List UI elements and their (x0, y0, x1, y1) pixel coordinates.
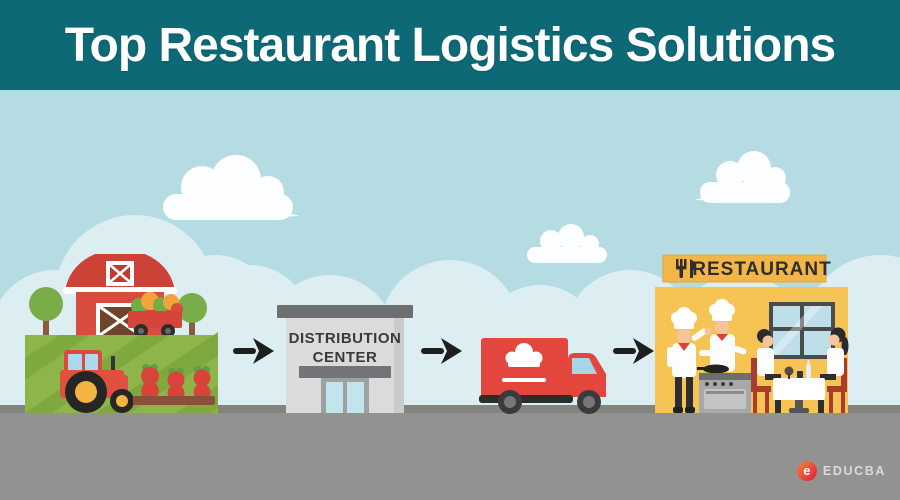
red-tractor (60, 350, 134, 413)
truck-box (481, 338, 568, 397)
page-title: Top Restaurant Logistics Solutions (64, 18, 836, 72)
scene: DISTRIBUTION CENTER (0, 90, 900, 500)
truck-windshield (572, 358, 597, 374)
restaurant-window (769, 302, 835, 359)
truck-wheel (498, 390, 601, 414)
cloud-icon (527, 224, 607, 263)
stove (697, 364, 751, 413)
dc-awning (299, 366, 391, 378)
restaurant-sign: RESTAURANT (662, 254, 831, 283)
flow-arrow-icon (421, 338, 462, 364)
stage-delivery-truck (479, 338, 606, 414)
dc-sign-line2: CENTER (313, 349, 378, 366)
road (0, 405, 900, 500)
restaurant-sign-text: RESTAURANT (692, 259, 831, 280)
chef-hat-icon (502, 343, 546, 382)
tree-icon (177, 293, 207, 335)
harvest-wagon (128, 292, 183, 338)
cloud-icon (163, 155, 300, 220)
scene-canvas: DISTRIBUTION CENTER (0, 90, 900, 500)
dining-chair (751, 358, 771, 413)
tomato-crops (133, 364, 215, 405)
header-banner: Top Restaurant Logistics Solutions (0, 0, 900, 90)
stage-distribution-center: DISTRIBUTION CENTER (277, 305, 413, 413)
dc-roof (277, 305, 413, 318)
truck-bumper (479, 395, 573, 403)
dining-table (773, 360, 825, 413)
flow-arrow-icon (233, 338, 274, 364)
fork-knife-icon (676, 259, 697, 278)
dc-door (321, 378, 369, 413)
dc-sign-line1: DISTRIBUTION (289, 330, 402, 347)
cloud-icon (694, 151, 790, 203)
stage-restaurant: RESTAURANT (655, 254, 849, 413)
flow-arrow-icon (613, 338, 654, 364)
educba-e-icon: e (796, 461, 817, 481)
educba-logo: e EDUCBA (796, 460, 886, 482)
tree-icon (29, 287, 63, 335)
dining-chair (827, 358, 847, 413)
stage-farm (25, 254, 218, 413)
chef-figure (699, 299, 747, 372)
chef-figure (667, 307, 712, 413)
educba-logo-text: EDUCBA (822, 464, 886, 478)
